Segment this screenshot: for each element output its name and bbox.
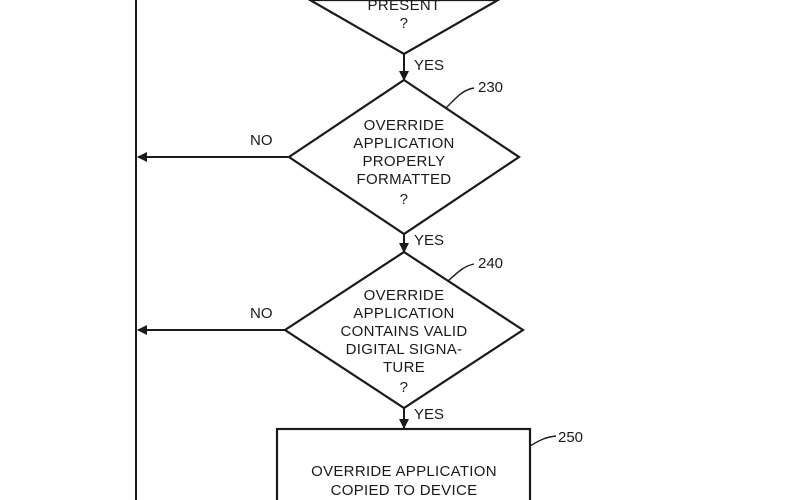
decision-240-line-1: OVERRIDE <box>364 287 445 304</box>
no-label-240: NO <box>250 305 273 322</box>
ref-250-leader <box>529 435 557 447</box>
ref-240-label: 240 <box>478 255 503 272</box>
decision-230-line-3: PROPERLY <box>363 153 446 170</box>
decision-240-line-5: TURE <box>383 359 425 376</box>
decision-top-line-2: ? <box>400 15 409 32</box>
decision-240-line-4: DIGITAL SIGNA- <box>346 341 463 358</box>
decision-230-line-5: ? <box>400 191 409 208</box>
ref-240-leader <box>447 263 475 282</box>
decision-240-line-3: CONTAINS VALID <box>341 323 468 340</box>
decision-230-line-2: APPLICATION <box>353 135 454 152</box>
decision-top-diamond <box>307 0 501 56</box>
decision-230-line-1: OVERRIDE <box>364 117 445 134</box>
yes-label-top: YES <box>414 57 444 74</box>
process-250-line-1: OVERRIDE APPLICATION <box>311 463 497 480</box>
no-label-230: NO <box>250 132 273 149</box>
ref-230-label: 230 <box>478 79 503 96</box>
decision-230-line-4: FORMATTED <box>357 171 452 188</box>
decision-240-line-6: ? <box>400 379 409 396</box>
yes-label-230: YES <box>414 232 444 249</box>
decision-top-line-1: PRESENT <box>368 0 441 14</box>
process-250-box <box>275 427 532 500</box>
process-250-line-2: COPIED TO DEVICE <box>331 482 478 499</box>
yes-label-240: YES <box>414 406 444 423</box>
ref-230-leader <box>445 87 475 109</box>
decision-240-line-2: APPLICATION <box>353 305 454 322</box>
ref-250-label: 250 <box>558 429 583 446</box>
